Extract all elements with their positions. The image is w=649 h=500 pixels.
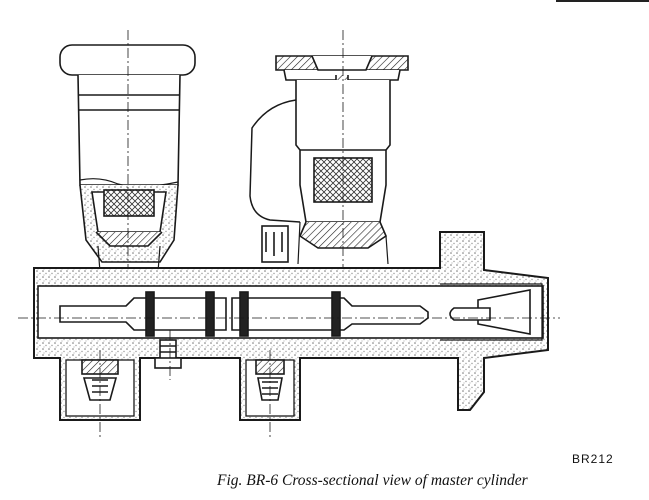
top-rule — [556, 0, 649, 2]
stop-bolt — [154, 339, 182, 369]
figure-code: BR212 — [572, 452, 614, 466]
left-reservoir-cap — [59, 44, 196, 76]
left-reservoir — [59, 44, 196, 273]
right-outlet-valve — [245, 359, 295, 417]
primary-piston — [59, 291, 227, 337]
centerlines — [18, 30, 560, 440]
right-reservoir — [249, 55, 409, 265]
left-filter-screen — [103, 189, 155, 217]
secondary-piston — [231, 291, 491, 337]
figure-caption: Fig. BR-6 Cross-sectional view of master… — [217, 472, 528, 489]
